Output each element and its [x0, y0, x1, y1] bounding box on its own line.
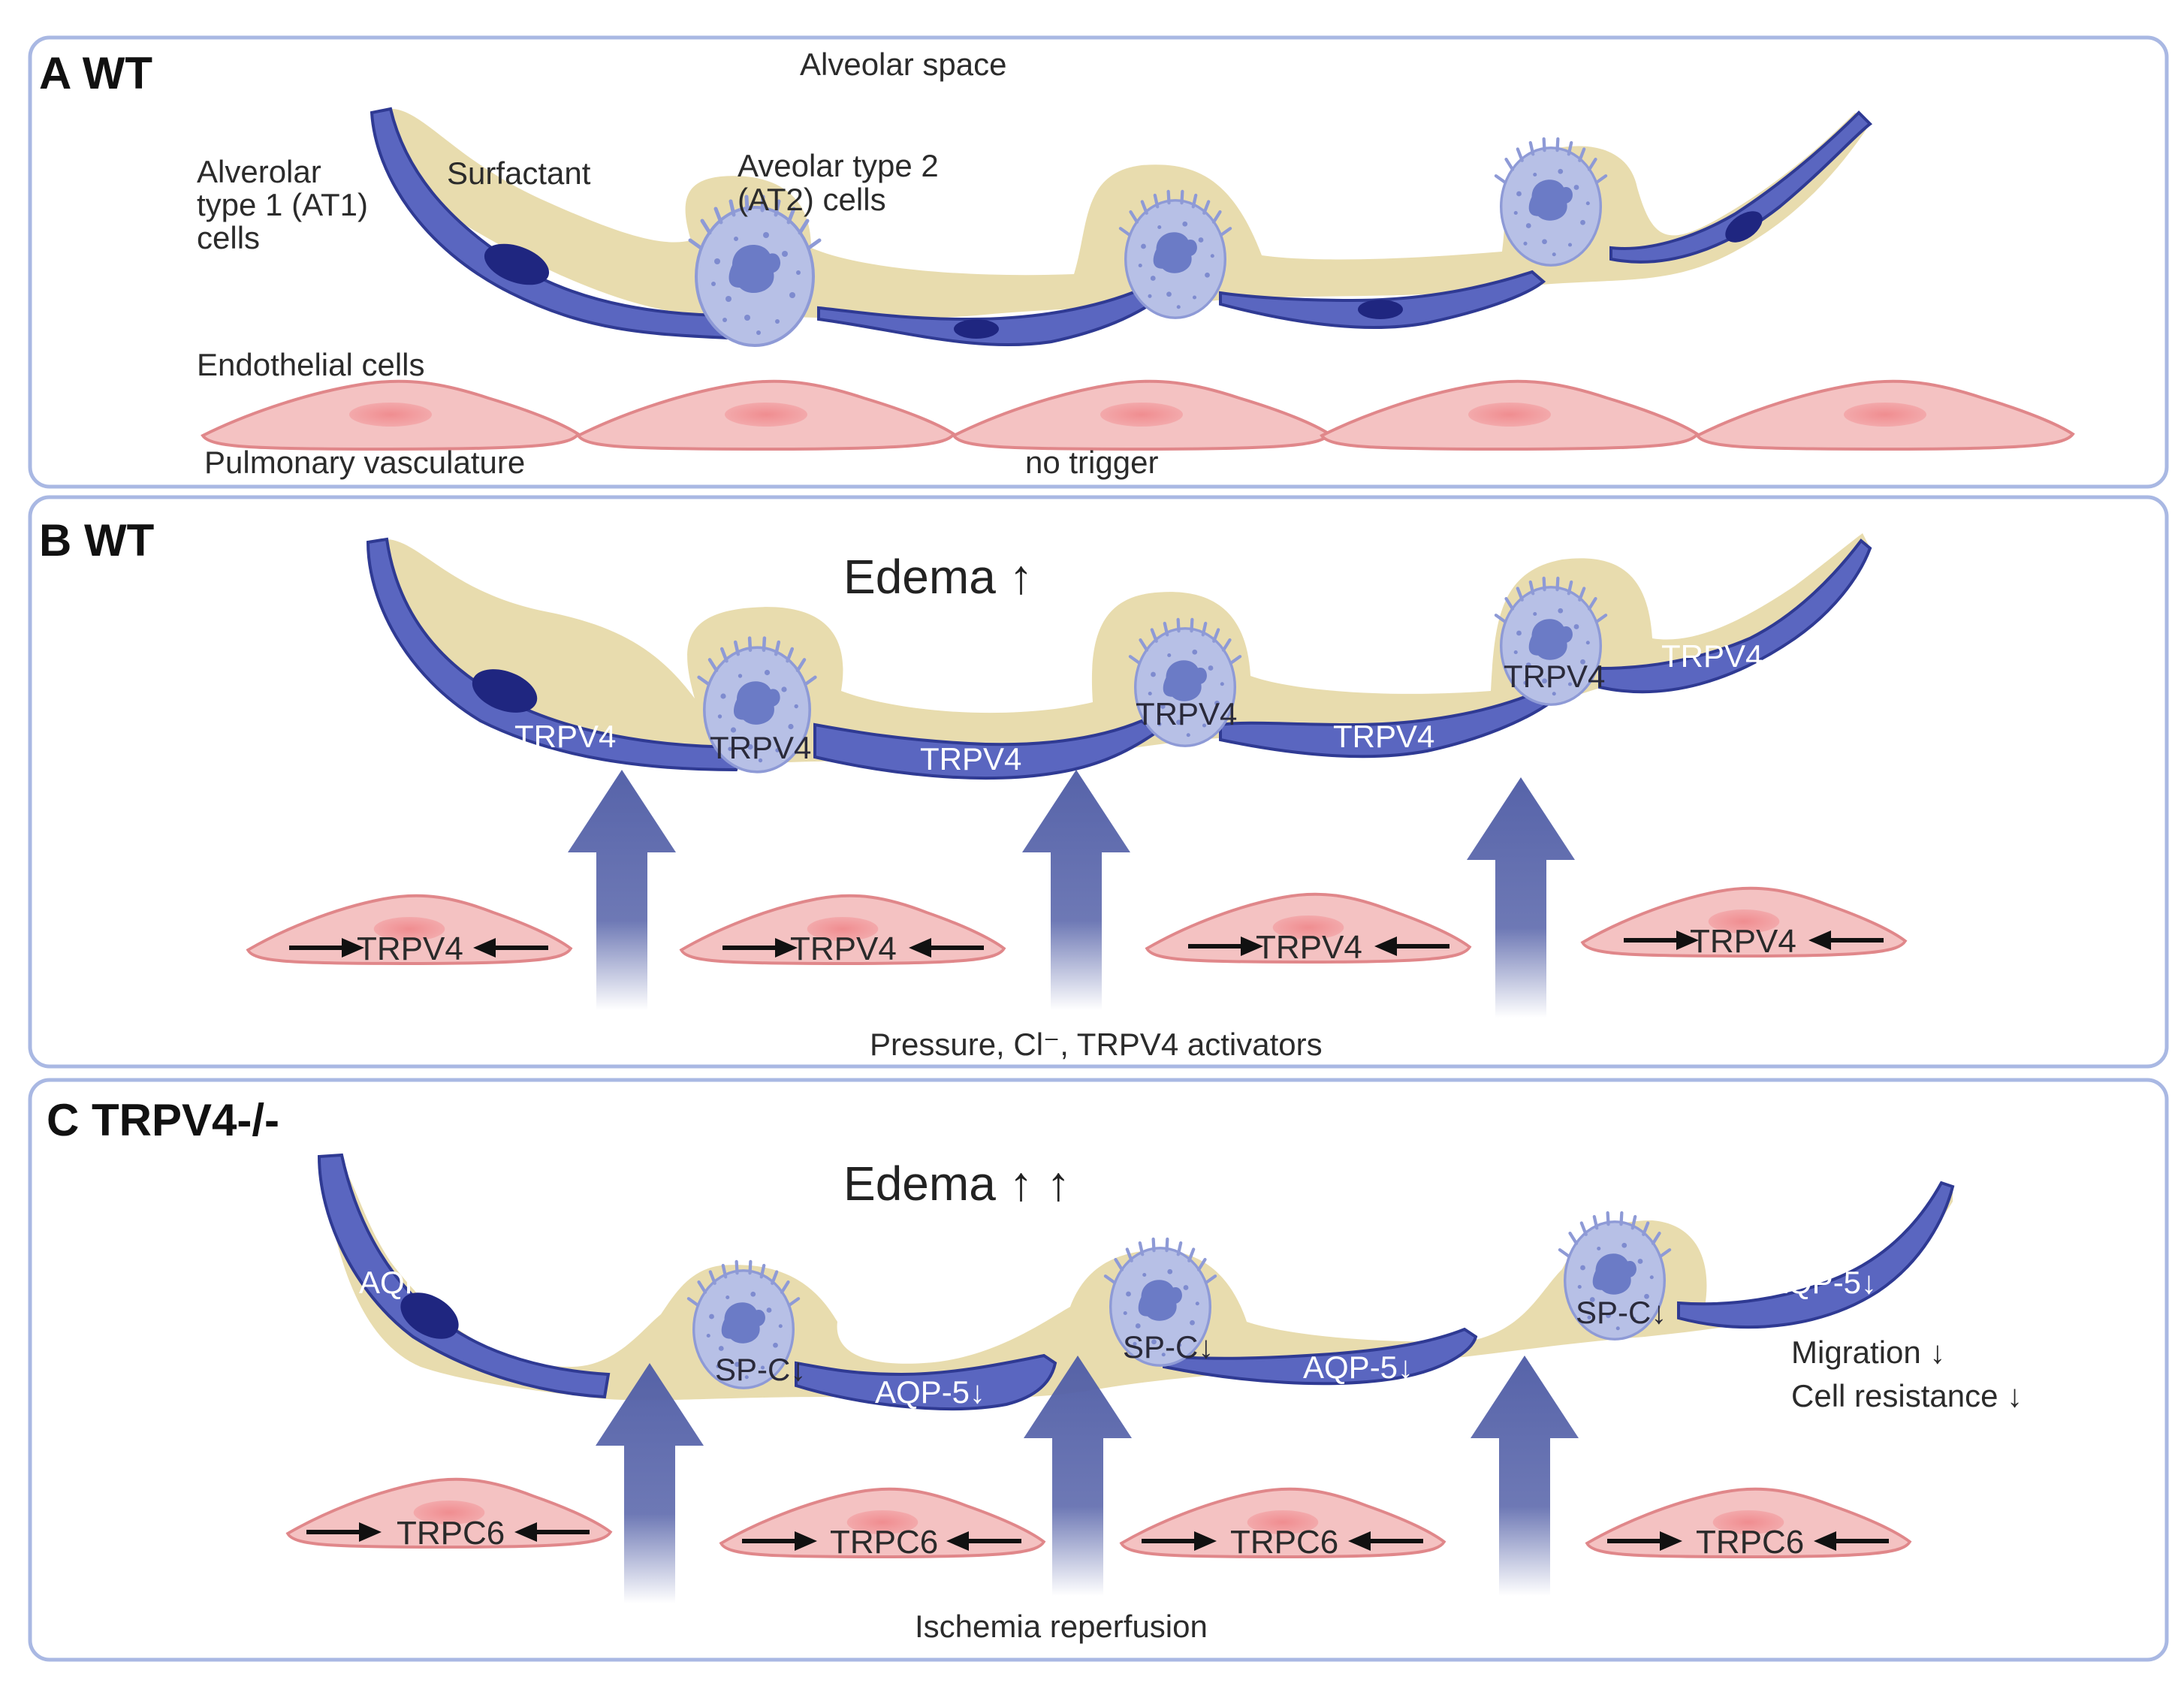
endothelial-trpv4-label: TRPV4 — [357, 930, 463, 967]
panel-c-at1-cell-4 — [1677, 1181, 1955, 1329]
endothelial-trpv4-label: TRPV4 — [1690, 923, 1796, 960]
panel-c-at1-cell-2 — [795, 1353, 1057, 1410]
migration-label: Migration ↓ — [1791, 1335, 1945, 1370]
spc-label: SP-C↓ — [715, 1352, 806, 1387]
endothelial-trpc6-label: TRPC6 — [830, 1524, 938, 1561]
panel-c-at1-cell-1 — [317, 1153, 611, 1399]
panel-b-title: B WT — [39, 515, 154, 566]
endothelial-trpc6-label: TRPC6 — [1696, 1524, 1804, 1561]
panel-a: A WT Alveolar space Alverolar type 1 (AT… — [28, 35, 2169, 489]
panel-b-at1-cell-2 — [813, 719, 1160, 780]
panel-c-at1-cell-3 — [1163, 1327, 1478, 1386]
endothelial-trpv4-label: TRPV4 — [790, 930, 897, 967]
aqp5-label: AQP-5↓ — [875, 1374, 985, 1410]
panel-c: C TRPV4-/- Edema ↑ ↑ AQP-5↓ AQP-5↓ AQP-5… — [28, 1078, 2169, 1662]
epithelial-trpv4-label: TRPV4 — [920, 741, 1021, 777]
surfactant-label: Surfactant — [447, 155, 591, 191]
cell-resistance-label: Cell resistance ↓ — [1791, 1378, 2023, 1413]
epithelial-trpv4-label: TRPV4 — [514, 719, 616, 754]
panel-c-title: C TRPV4-/- — [47, 1095, 279, 1145]
panel-c-edema-label: Edema ↑ ↑ — [843, 1157, 1070, 1211]
endothelial-trpc6-label: TRPC6 — [1230, 1524, 1338, 1561]
panel-a-title: A WT — [39, 48, 152, 98]
epithelial-trpv4-label: TRPV4 — [1661, 638, 1763, 674]
spc-label: SP-C↓ — [1123, 1329, 1214, 1365]
panel-b-edema-label: Edema ↑ — [843, 550, 1033, 604]
aqp5-label: AQP-5↓ — [1766, 1265, 1877, 1300]
at2-label-line-2: (AT2) cells — [738, 182, 886, 217]
endothelial-trpc6-label: TRPC6 — [397, 1515, 505, 1552]
aqp5-label: AQP-5↓ — [1303, 1350, 1413, 1385]
at1-label-line-3: cells — [197, 220, 260, 255]
epithelial-trpv4-label: TRPV4 — [1504, 659, 1605, 694]
panel-a-at1-cell-3 — [1219, 270, 1546, 329]
aqp5-label: AQP-5↓ — [359, 1265, 469, 1300]
endothelial-trpv4-label: TRPV4 — [1256, 929, 1362, 966]
panel-b: B WT Edema ↑ TRPV4 TRPV4 TRPV4 TRPV4 TRP… — [28, 495, 2169, 1069]
endothelial-cells-label: Endothelial cells — [197, 347, 425, 382]
panel-b-trigger-label: Pressure, Cl⁻, TRPV4 activators — [870, 1027, 1323, 1062]
alveolar-space-label: Alveolar space — [800, 47, 1006, 82]
at1-label-line-2: type 1 (AT1) — [197, 187, 368, 222]
at1-label-line-1: Alverolar — [197, 154, 321, 189]
pulmonary-vasculature-label: Pulmonary vasculature — [204, 445, 525, 480]
epithelial-trpv4-label: TRPV4 — [1136, 696, 1237, 731]
epithelial-trpv4-label: TRPV4 — [710, 730, 811, 765]
epithelial-trpv4-label: TRPV4 — [1333, 719, 1434, 754]
at2-label-line-1: Aveolar type 2 — [738, 148, 939, 183]
panel-b-at1-cell-4 — [1598, 538, 1872, 694]
no-trigger-label: no trigger — [1025, 445, 1158, 480]
panel-c-trigger-label: Ischemia reperfusion — [915, 1609, 1208, 1644]
spc-label: SP-C↓ — [1576, 1295, 1667, 1330]
